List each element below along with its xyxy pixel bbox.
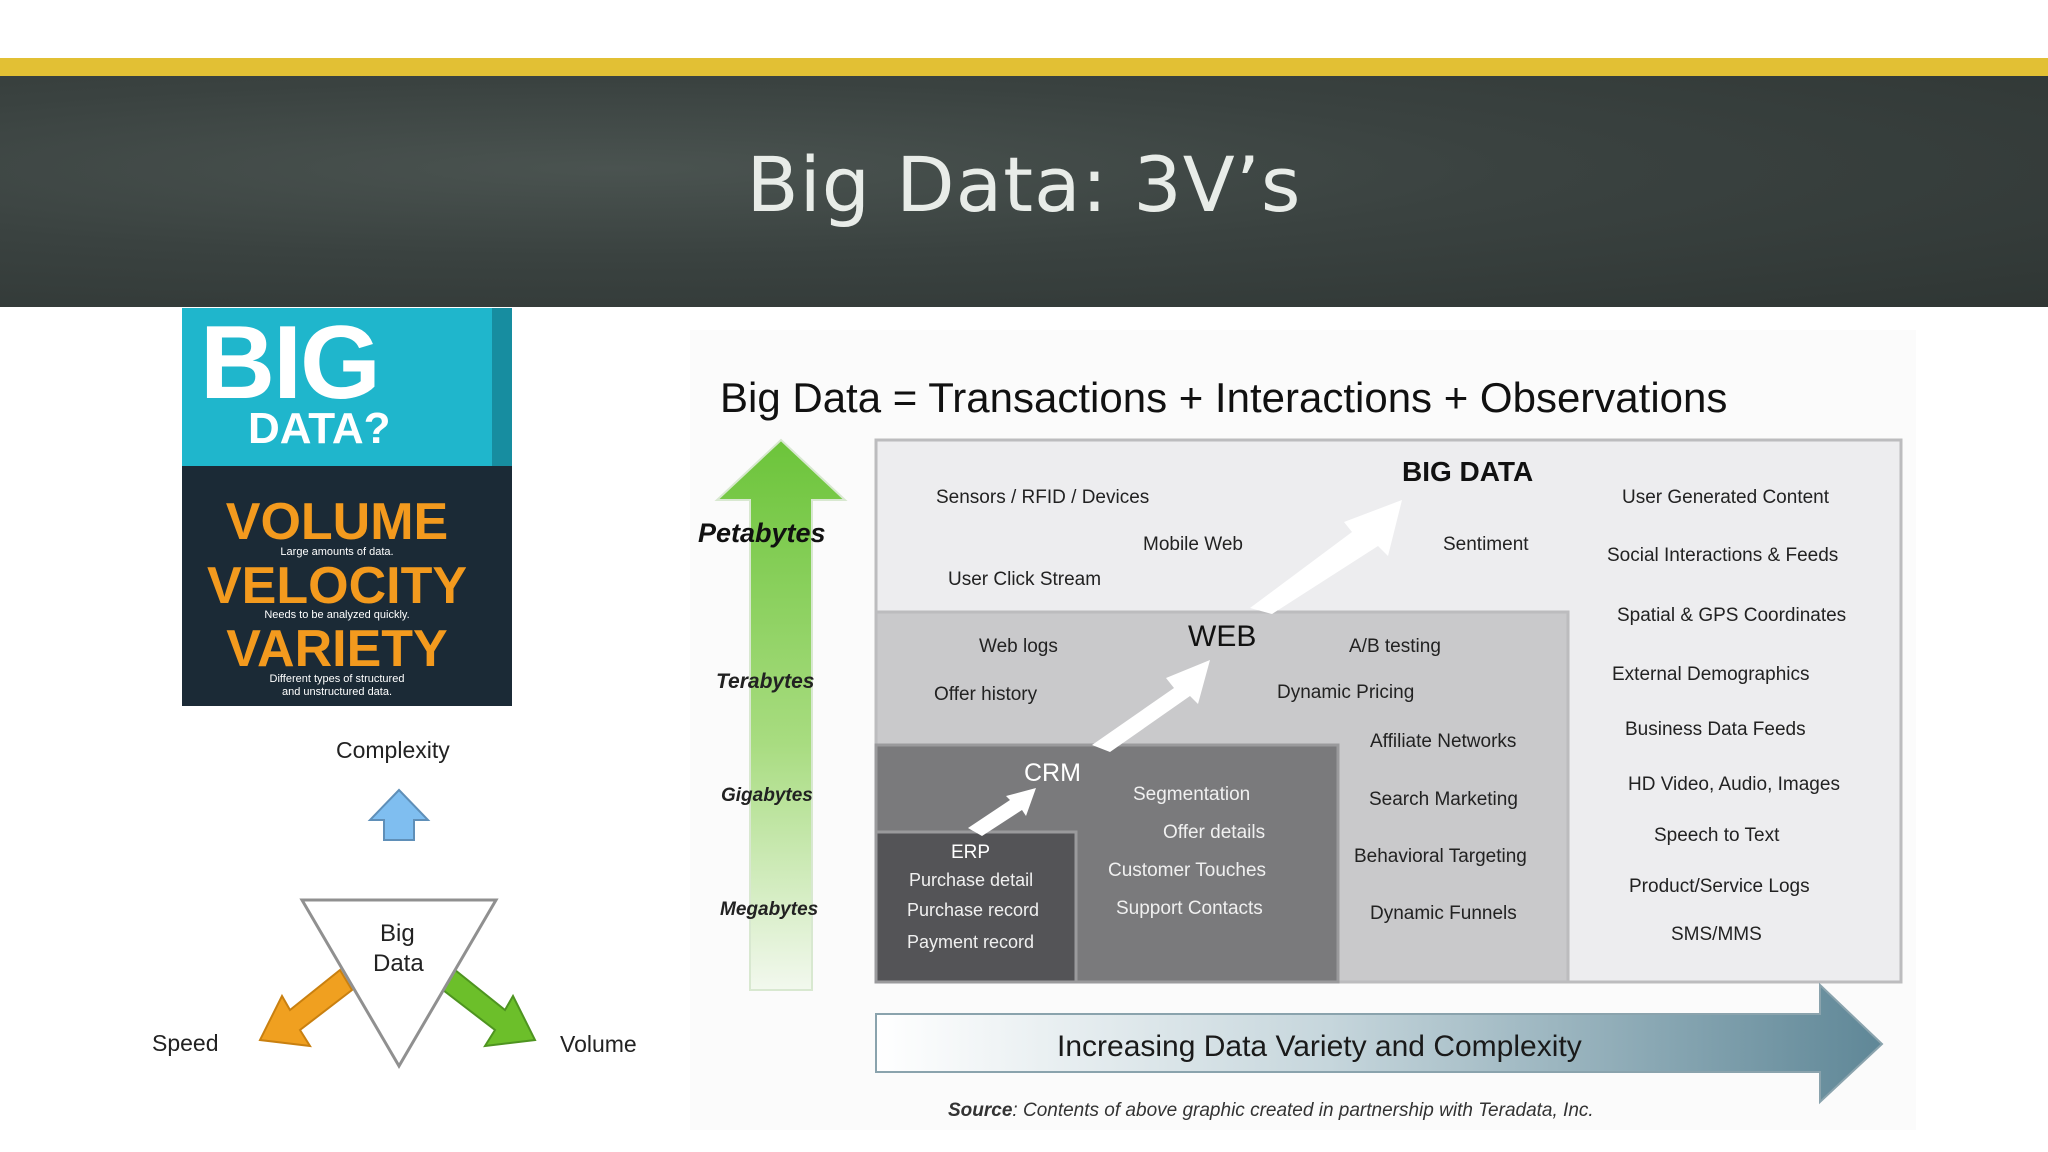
book-cover-top <box>182 308 512 466</box>
web-item: Offer history <box>934 684 1038 705</box>
variety-arrow <box>875 982 1884 1105</box>
big-data-item: Mobile Web <box>1143 534 1243 555</box>
erp-item: Purchase record <box>907 900 1040 920</box>
erp-label: ERP <box>951 842 991 863</box>
crm-item: Segmentation <box>1133 784 1251 805</box>
web-to-bigdata-arrow-icon <box>1250 500 1402 614</box>
web-item: Affiliate Networks <box>1370 731 1517 752</box>
book-data-word: DATA? <box>248 404 391 453</box>
book-variety: VARIETY <box>226 620 448 678</box>
erp-box <box>874 830 1078 984</box>
crm-item: Customer Touches <box>1108 860 1267 881</box>
book-variety-sub-1: Different types of structured <box>269 673 405 685</box>
big-data-book-cover: BIG DATA? VOLUME Large amounts of data. … <box>182 308 512 706</box>
title-banner <box>0 76 2048 307</box>
crm-item: Support Contacts <box>1116 898 1263 919</box>
book-volume-sub: Large amounts of data. <box>280 546 394 558</box>
speed-arrow-icon <box>258 968 354 1048</box>
web-item: Dynamic Funnels <box>1370 903 1517 924</box>
web-item: A/B testing <box>1349 636 1441 657</box>
scale-petabytes: Petabytes <box>698 518 826 548</box>
big-data-label: BIG DATA <box>1402 456 1534 487</box>
web-item: Dynamic Pricing <box>1277 682 1415 703</box>
web-item: Behavioral Targeting <box>1354 846 1527 867</box>
speed-label: Speed <box>152 1030 219 1056</box>
web-item: Web logs <box>979 636 1058 657</box>
scale-terabytes: Terabytes <box>716 670 815 693</box>
big-data-right-item: User Generated Content <box>1622 487 1830 508</box>
web-item: Search Marketing <box>1369 789 1518 810</box>
erp-item: Payment record <box>907 932 1035 952</box>
book-variety-sub-2: and unstructured data. <box>281 686 393 698</box>
crm-item: Offer details <box>1163 822 1266 843</box>
source-note: Source: Contents of above graphic create… <box>948 1100 1594 1122</box>
big-data-right-item: Product/Service Logs <box>1629 876 1810 897</box>
big-data-item: Sentiment <box>1443 534 1529 555</box>
source-label: Source <box>948 1100 1013 1121</box>
slide-title: Big Data: 3V’s <box>746 140 1302 229</box>
volume-label: Volume <box>560 1031 637 1057</box>
graphic-heading: Big Data = Transactions + Interactions +… <box>720 374 1728 421</box>
crm-label: CRM <box>1024 759 1081 787</box>
volume-arrow-icon <box>441 968 537 1048</box>
book-velocity: VELOCITY <box>206 557 468 615</box>
variety-arrow-label: Increasing Data Variety and Complexity <box>1057 1030 1582 1063</box>
up-arrow-icon <box>367 788 431 841</box>
big-data-right-item: Spatial & GPS Coordinates <box>1617 605 1847 626</box>
triangle-center-line2: Data <box>373 950 424 977</box>
web-label: WEB <box>1188 620 1257 653</box>
triangle-center-line1: Big <box>380 920 415 947</box>
big-data-right-item: External Demographics <box>1612 664 1810 685</box>
book-volume: VOLUME <box>225 493 449 551</box>
title-accent-bar <box>0 58 2048 76</box>
scale-gigabytes: Gigabytes <box>721 785 813 806</box>
book-big-word: BIG <box>200 308 381 421</box>
book-velocity-sub: Needs to be analyzed quickly. <box>264 609 410 621</box>
big-data-right-item: SMS/MMS <box>1671 924 1762 945</box>
big-data-triangle <box>299 898 499 1069</box>
big-data-right-item: Social Interactions & Feeds <box>1607 545 1839 566</box>
big-data-item: User Click Stream <box>948 569 1102 590</box>
complexity-label: Complexity <box>336 737 450 763</box>
big-data-right-item: HD Video, Audio, Images <box>1628 774 1840 795</box>
big-data-right-item: Business Data Feeds <box>1625 719 1806 740</box>
book-spine <box>492 308 512 466</box>
big-data-item: Sensors / RFID / Devices <box>936 487 1150 508</box>
source-text: : Contents of above graphic created in p… <box>1012 1100 1594 1121</box>
scale-megabytes: Megabytes <box>720 899 819 920</box>
big-data-right-item: Speech to Text <box>1654 825 1780 846</box>
scale-arrow-icon <box>714 438 848 991</box>
erp-to-crm-arrow-icon <box>968 788 1036 836</box>
erp-item: Purchase detail <box>909 870 1034 890</box>
crm-to-web-arrow-icon <box>1092 660 1210 752</box>
